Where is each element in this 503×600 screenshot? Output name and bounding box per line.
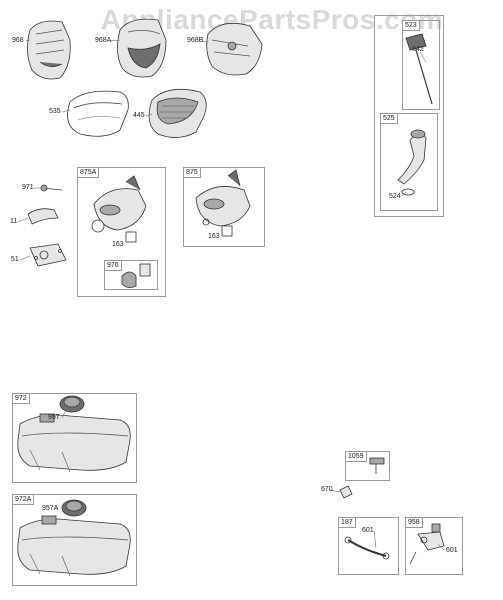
- group-box-1059: 1059: [345, 451, 390, 481]
- box-tag-972A: 972A: [13, 495, 35, 505]
- part-label-445: 445: [133, 112, 145, 119]
- box-tag-958: 958: [406, 518, 423, 528]
- part-label-163-875A: 163: [112, 241, 124, 248]
- air-cleaner-base-875A: [91, 175, 147, 243]
- box-tag-187: 187: [339, 518, 356, 528]
- air-cleaner-base-875: [195, 169, 251, 237]
- group-box-958: 958: [405, 517, 463, 575]
- breather-tube-11: [27, 208, 59, 225]
- part-label-971: 971: [22, 184, 34, 191]
- group-box-187: 187: [338, 517, 399, 575]
- fuel-line-187: [344, 536, 390, 560]
- part-label-51: 51: [11, 256, 19, 263]
- box-tag-523: 523: [403, 21, 420, 31]
- box-tag-525: 525: [381, 114, 398, 124]
- part-670: [339, 485, 353, 499]
- part-1059: [369, 457, 385, 474]
- group-box-972A: 972A: [12, 494, 137, 586]
- part-label-842: 842: [412, 46, 424, 53]
- group-box-976: 976: [104, 260, 158, 290]
- box-tag-976: 976: [105, 261, 122, 271]
- part-label-968A: 968A: [95, 37, 112, 44]
- air-filter-445: [148, 88, 207, 138]
- box-tag-1059: 1059: [346, 452, 367, 462]
- part-label-601-187: 601: [362, 527, 374, 534]
- part-label-601-958: 601: [446, 547, 458, 554]
- air-cleaner-cover-968A: [117, 18, 167, 78]
- box-tag-875: 875: [184, 168, 201, 178]
- part-976: [121, 263, 151, 288]
- part-label-968B: 968B: [187, 37, 204, 44]
- group-box-523: 523: [402, 20, 440, 110]
- fuel-tank-972: [17, 395, 131, 473]
- group-box-dipstick-assembly: [374, 15, 444, 217]
- group-box-972: 972: [12, 393, 137, 483]
- part-label-957: 957: [48, 414, 60, 421]
- part-label-11: 11: [10, 218, 18, 225]
- pre-cleaner-535: [67, 90, 129, 137]
- part-label-163-875: 163: [208, 233, 220, 240]
- shut-off-valve-958: [409, 523, 445, 565]
- box-tag-875A: 875A: [78, 168, 100, 178]
- air-cleaner-cover-968B: [206, 22, 263, 76]
- group-box-875: 875: [183, 167, 265, 247]
- group-box-525: 525: [380, 113, 438, 211]
- air-cleaner-cover-968: [27, 20, 71, 80]
- fuel-tank-972A: [17, 499, 131, 577]
- part-label-670: 670: [321, 486, 333, 493]
- oil-fill-tube-525: [397, 129, 427, 196]
- part-label-535: 535: [49, 108, 61, 115]
- box-tag-972: 972: [13, 394, 30, 404]
- gasket-51: [29, 243, 67, 267]
- group-box-875A: 875A: [77, 167, 166, 297]
- dipstick-523: [405, 33, 433, 105]
- part-label-968: 968: [12, 37, 24, 44]
- screw-971: [40, 184, 63, 192]
- part-label-957A: 957A: [42, 505, 59, 512]
- part-label-524: 524: [389, 193, 401, 200]
